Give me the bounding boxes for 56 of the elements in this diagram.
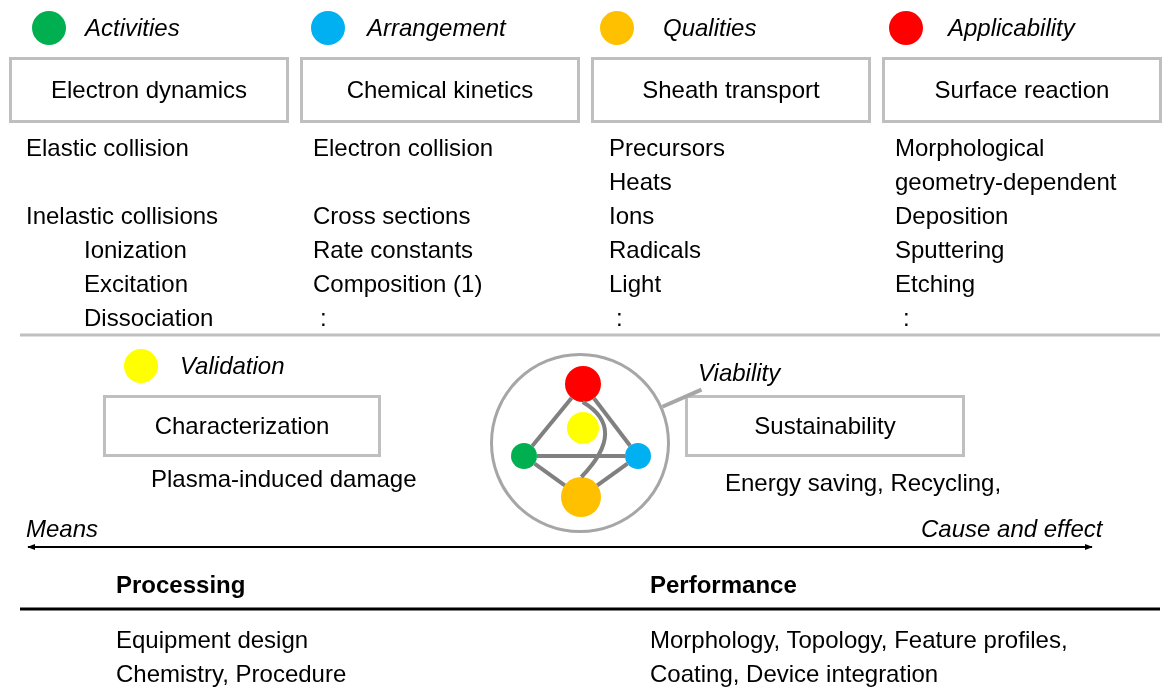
connector-line — [596, 461, 629, 487]
leader-line — [661, 387, 703, 409]
circle-marker — [625, 443, 651, 469]
connector-line — [533, 461, 566, 487]
list-item: Morphology, Topology, Feature profiles, — [650, 625, 1068, 655]
list-item: Cross sections — [313, 201, 471, 231]
axis-label: Means — [26, 514, 99, 544]
list-item: Light — [609, 269, 662, 299]
circle-marker — [511, 443, 537, 469]
circle-marker — [565, 366, 601, 402]
process-box: Characterization — [103, 395, 381, 457]
legend-label: Applicability — [948, 13, 1075, 43]
process-box: Surface reaction — [882, 57, 1162, 123]
connector-line — [530, 396, 574, 448]
circle-marker — [561, 477, 601, 517]
list-item: Sputtering — [895, 235, 1005, 265]
axis-label: Cause and effect — [921, 514, 1103, 544]
list-item: Ionization — [84, 235, 187, 265]
column-heading: Performance — [650, 570, 797, 600]
list-item: Chemistry, Procedure — [116, 659, 347, 689]
list-item: : — [320, 303, 327, 333]
list-item: Heats — [609, 167, 672, 197]
connector-line — [579, 400, 608, 479]
list-item: Electron collision — [313, 133, 494, 163]
list-item: : — [903, 303, 910, 333]
list-item: Ions — [609, 201, 655, 231]
legend-label: Qualities — [663, 13, 757, 43]
list-item: : — [616, 303, 623, 333]
list-item: Equipment design — [116, 625, 309, 655]
connector-line — [537, 454, 625, 458]
process-box: Chemical kinetics — [300, 57, 580, 123]
list-item: Excitation — [84, 269, 189, 299]
list-item: Rate constants — [313, 235, 474, 265]
list-item: Energy saving, Recycling, — [725, 468, 1002, 498]
circle-outline — [490, 353, 670, 533]
list-item: Etching — [895, 269, 976, 299]
circle-marker — [567, 412, 599, 444]
legend-label: Activities — [85, 13, 180, 43]
legend-label: Arrangement — [367, 13, 506, 43]
list-item: Deposition — [895, 201, 1009, 231]
list-item: Plasma-induced damage — [151, 464, 417, 494]
list-item: Precursors — [609, 133, 726, 163]
list-item: Coating, Device integration — [650, 659, 939, 689]
process-box: Sheath transport — [591, 57, 871, 123]
list-item: Dissociation — [84, 303, 214, 333]
process-box: Sustainability — [685, 395, 965, 457]
list-item: Elastic collision — [26, 133, 189, 163]
list-item: Composition (1) — [313, 269, 483, 299]
process-box: Electron dynamics — [9, 57, 289, 123]
list-item: Morphological geometry-dependent — [895, 133, 1118, 197]
list-item: Inelastic collisions — [26, 201, 219, 231]
callout-text: Viability — [698, 356, 781, 390]
connector-line — [592, 397, 632, 447]
list-item: Radicals — [609, 235, 702, 265]
column-heading: Processing — [116, 570, 246, 600]
legend-label: Validation — [180, 351, 285, 381]
